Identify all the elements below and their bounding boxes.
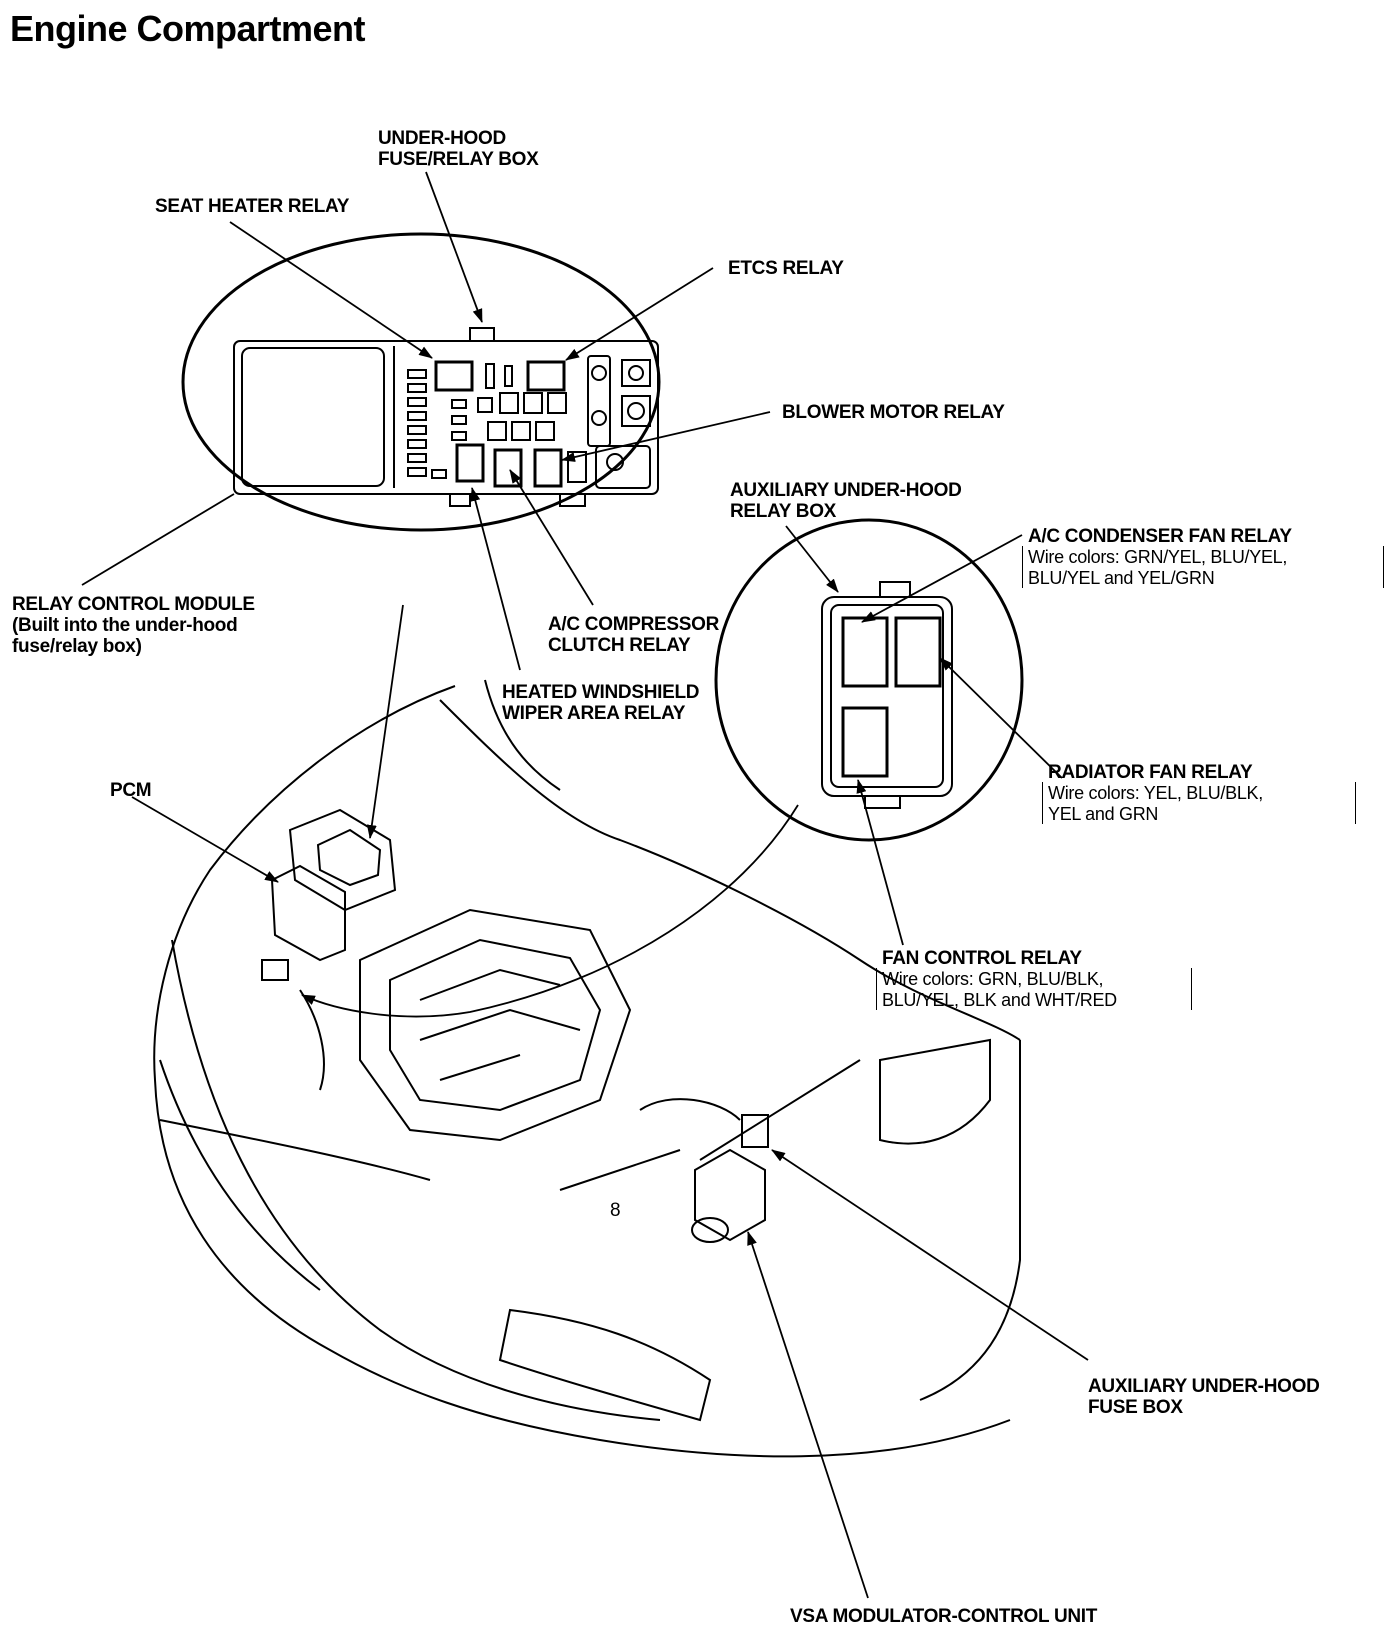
label-ac-condenser-fan-relay: A/C CONDENSER FAN RELAY Wire colors: GRN… [1028, 526, 1292, 588]
aux-fuse-box-on-car [741, 1114, 769, 1148]
etcs-relay-box [526, 360, 566, 392]
label-fan-control-relay: FAN CONTROL RELAY Wire colors: GRN, BLU/… [882, 948, 1117, 1010]
label-etcs-relay: ETCS RELAY [728, 258, 844, 279]
label-under-hood-fuse-relay-box: UNDER-HOOD FUSE/RELAY BOX [378, 128, 539, 170]
ac-compressor-relay-box [493, 448, 523, 488]
under-hood-box-callout [181, 232, 661, 532]
label-radiator-fan-relay: RADIATOR FAN RELAY Wire colors: YEL, BLU… [1048, 762, 1263, 824]
label-aux-under-hood-relay-box: AUXILIARY UNDER-HOOD RELAY BOX [730, 480, 962, 522]
bracket-radiator-fan [1042, 782, 1356, 824]
fuse-box-on-car [288, 808, 397, 912]
seat-heater-relay-box [434, 360, 474, 392]
vsa-modulator-unit [694, 1148, 766, 1242]
page-title: Engine Compartment [10, 8, 366, 49]
label-aux-under-hood-fuse-box: AUXILIARY UNDER-HOOD FUSE BOX [1088, 1376, 1320, 1418]
fuse-box-outline [233, 340, 659, 495]
bracket-fan-control [876, 968, 1192, 1010]
aux-relay-box-callout [714, 518, 1024, 842]
relay-control-module [241, 347, 385, 487]
label-ac-compressor-clutch-relay: A/C COMPRESSOR CLUTCH RELAY [548, 614, 720, 656]
label-vsa-modulator-control-unit: VSA MODULATOR-CONTROL UNIT [790, 1606, 1098, 1627]
label-heated-windshield-wiper-relay: HEATED WINDSHIELD WIPER AREA RELAY [502, 682, 700, 724]
label-pcm: PCM [110, 780, 152, 801]
vehicle-engine-bay [153, 679, 1021, 1458]
fan-control-relay-box [841, 706, 889, 778]
label-seat-heater-relay: SEAT HEATER RELAY [155, 196, 350, 217]
bracket-ac-condenser [1022, 546, 1384, 588]
blower-motor-relay-box [533, 448, 563, 488]
pcm-unit [270, 864, 346, 962]
zoom-ellipse-aux [714, 518, 1024, 842]
label-blower-motor-relay: BLOWER MOTOR RELAY [782, 402, 1005, 423]
label-relay-control-module: RELAY CONTROL MODULE (Built into the und… [12, 594, 255, 657]
ac-condenser-fan-relay-box [841, 616, 889, 688]
label-engine-number: 8 [610, 1200, 621, 1221]
leader-lines [81, 171, 1089, 1599]
heated-wiper-relay-box [455, 443, 485, 483]
radiator-fan-relay-box [894, 616, 942, 688]
engine-block [359, 908, 632, 1142]
